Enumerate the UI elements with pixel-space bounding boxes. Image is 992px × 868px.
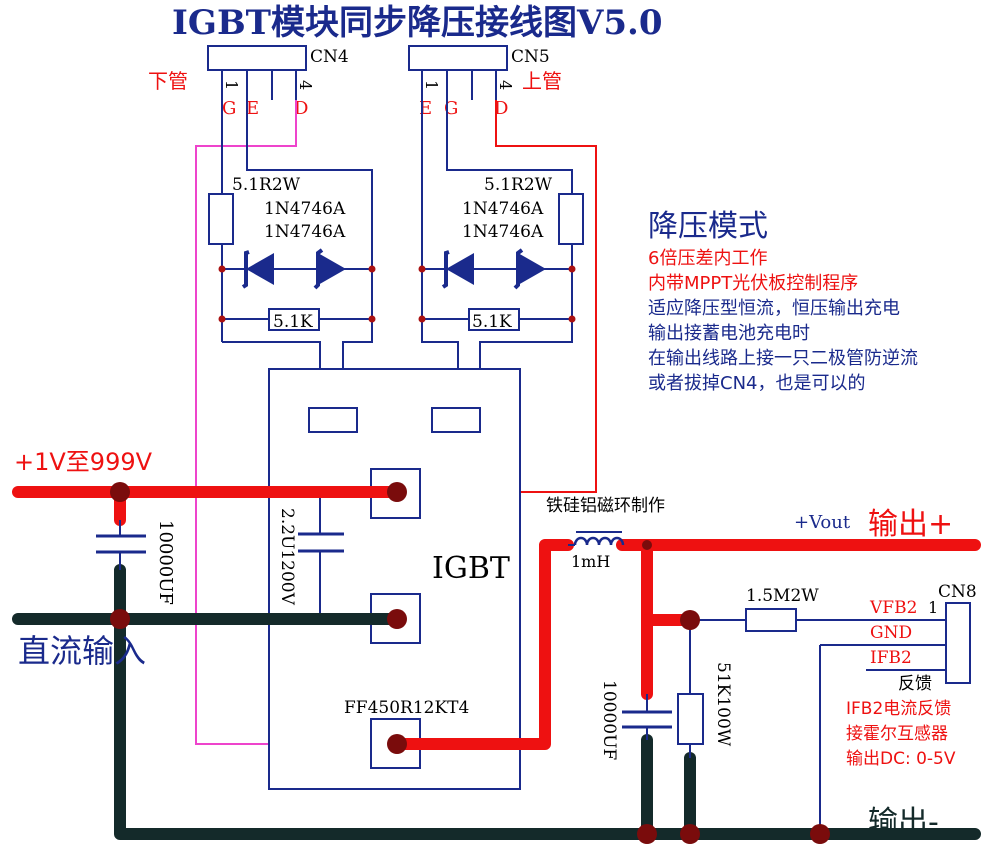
feedback-notes: IFB2电流反馈 接霍尔互感器 输出DC: 0-5V [846, 699, 956, 769]
cn4-pin-e: E [246, 98, 259, 119]
label-fb-resistor: 1.5M2W [746, 586, 819, 606]
cn5-name: CN5 [511, 47, 550, 67]
right-gate-network: 5.1R2W 1N4746A 1N4746A 5.1K [418, 100, 584, 408]
cn4-pin-g: G [222, 98, 236, 119]
cn8-pin1: 1 [928, 598, 938, 617]
cn8-note: 反馈 [898, 674, 932, 694]
input-capacitor: 10000UF [96, 520, 176, 605]
zener-diode-left-a [241, 250, 274, 289]
igbt-gate-terminal-right [431, 407, 481, 433]
label-zener-left-a: 1N4746A [264, 199, 346, 219]
cn8-name: CN8 [938, 582, 977, 602]
label-zener-left-b: 1N4746A [264, 222, 346, 242]
label-output-positive: 输出+ [868, 507, 953, 542]
output-capacitor: 10000UF [599, 680, 672, 760]
cn8-pin-ifb2: IFB2 [870, 648, 912, 668]
connector-cn5: CN5 上管 1 4 E G D [408, 45, 562, 119]
label-input-cap: 10000UF [155, 520, 176, 605]
zener-diode-right-a [441, 250, 474, 289]
connector-cn4: CN4 下管 1 4 G E D [148, 45, 349, 119]
low-side-drain-wire [195, 100, 390, 745]
label-2-2u1200v: 2.2U1200V [277, 508, 297, 606]
cn4-name: CN4 [310, 47, 349, 67]
mode-note-4: 输出接蓄电池充电时 [648, 323, 810, 344]
label-inductor-value: 1mH [571, 552, 610, 571]
label-5-1r2w-left: 5.1R2W [232, 175, 301, 195]
mode-note-5: 在输出线路上接一只二极管防逆流 [648, 348, 918, 369]
label-zener-right-b: 1N4746A [462, 222, 544, 242]
switch-node-wire [391, 539, 574, 750]
cn4-pin-first: 1 [222, 80, 241, 90]
mode-note-3: 适应降压型恒流，恒压输出充电 [648, 298, 900, 319]
label-input-dc: 直流输入 [18, 632, 146, 670]
igbt-part-number: FF450R12KT4 [344, 698, 469, 718]
igbt-label: IGBT [432, 551, 510, 586]
label-input-positive: +1V至999V [14, 448, 153, 476]
igbt-module: IGBT FF450R12KT4 [268, 368, 521, 790]
igbt-gate-terminal-left [308, 407, 358, 433]
label-load-resistor: 51K100W [713, 662, 733, 747]
zener-diode-right-b [513, 248, 546, 290]
label-vout: +Vout [794, 512, 851, 533]
mode-title: 降压模式 [648, 209, 768, 244]
feedback-note-1: IFB2电流反馈 [846, 699, 951, 719]
label-5-1r2w-right: 5.1R2W [484, 175, 553, 195]
cn5-role: 上管 [522, 69, 562, 93]
cn5-pin-d: D [494, 98, 508, 119]
cn4-role: 下管 [148, 69, 188, 93]
feedback-note-2: 接霍尔互感器 [846, 724, 948, 744]
cn4-pin-last: 4 [296, 80, 315, 90]
cn4-pin-d: D [294, 98, 308, 119]
label-5-1k-left: 5.1K [273, 312, 313, 332]
label-5-1k-right: 5.1K [472, 312, 512, 332]
mode-note-1: 6倍压差内工作 [648, 248, 767, 269]
zener-diode-left-b [313, 248, 346, 290]
label-output-cap: 10000UF [599, 680, 619, 760]
feedback-network: 1.5M2W [690, 586, 946, 834]
resistor-5-1k-left [268, 308, 320, 331]
connector-cn8: CN8 1 VFB2 GND IFB2 反馈 [869, 582, 977, 694]
resistor-5-1k-right [468, 308, 520, 331]
cn8-pin-vfb2: VFB2 [869, 598, 917, 618]
resistor-5-1r-right [558, 193, 584, 245]
high-side-drain-wire [397, 100, 597, 493]
label-zener-right-a: 1N4746A [462, 199, 544, 219]
feedback-note-3: 输出DC: 0-5V [846, 749, 956, 769]
mode-note-2: 内带MPPT光伏板控制程序 [648, 273, 858, 294]
left-gate-network: 5.1R2W 1N4746A 1N4746A 5.1K [208, 100, 376, 408]
cn5-pin-last: 4 [496, 80, 515, 90]
resistor-5-1r-left [208, 193, 234, 245]
cn8-pin-gnd: GND [870, 623, 912, 643]
dc-link-capacitor: 2.2U1200V [277, 488, 344, 623]
mode-notes: 降压模式 6倍压差内工作 内带MPPT光伏板控制程序 适应降压型恒流，恒压输出充… [648, 209, 918, 394]
label-output-negative: 输出- [868, 805, 939, 840]
diagram-title: IGBT模块同步降压接线图V5.0 [172, 3, 663, 43]
output-inductor: 铁硅铝磁环制作 1mH [546, 496, 665, 571]
cn5-pin-first: 1 [422, 80, 441, 90]
mode-note-6: 或者拔掉CN4，也是可以的 [648, 373, 865, 394]
cn5-pin-e: E [419, 98, 432, 119]
label-inductor-core: 铁硅铝磁环制作 [546, 496, 665, 516]
load-resistor: 51K100W [677, 620, 733, 758]
